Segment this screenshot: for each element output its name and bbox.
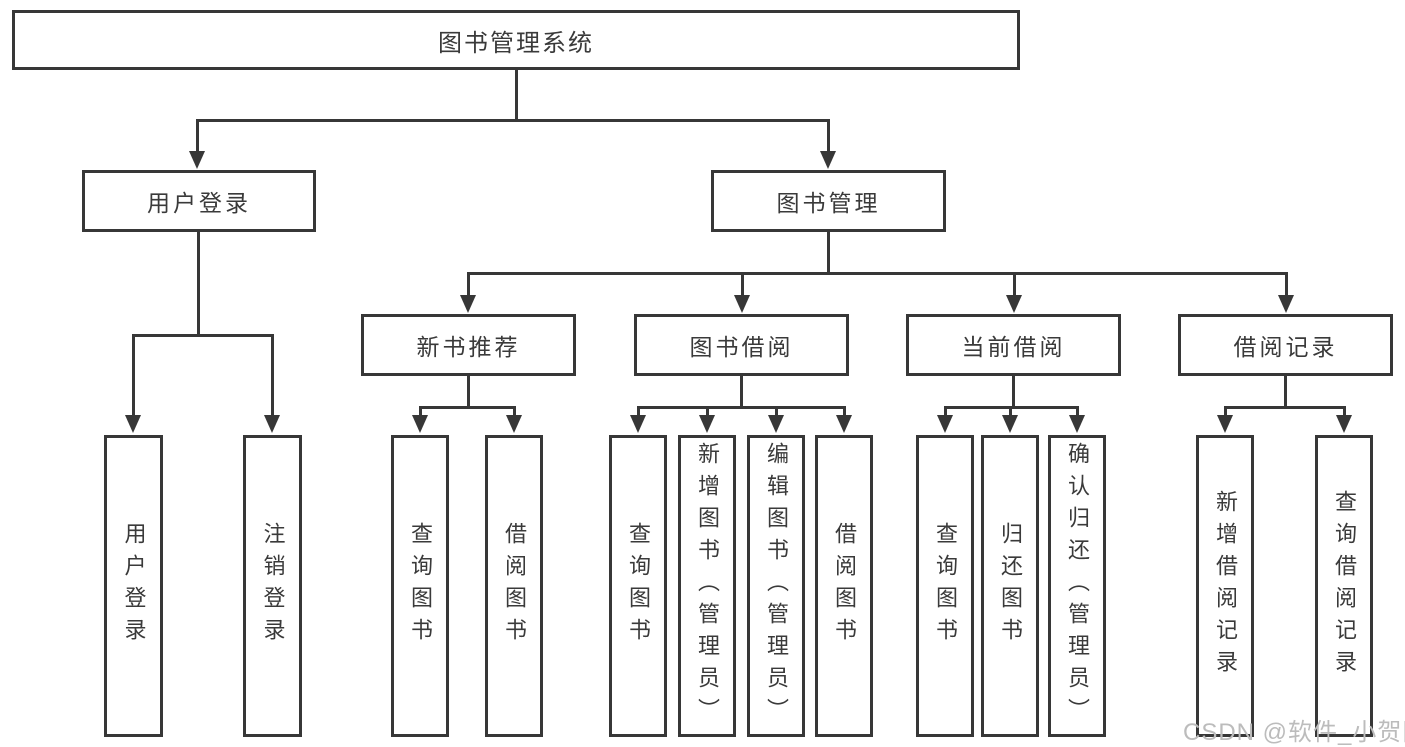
arrowhead-down-icon xyxy=(699,415,715,433)
leaf-label: 借阅图书 xyxy=(502,522,527,650)
connector-hline xyxy=(419,406,516,409)
connector-vline xyxy=(944,406,947,418)
arrowhead-down-icon xyxy=(189,151,205,169)
node-label: 借阅记录 xyxy=(1233,334,1338,360)
leaf-query-books-recommend: 查询图书 xyxy=(391,435,449,737)
arrowhead-down-icon xyxy=(630,415,646,433)
arrowhead-down-icon xyxy=(1069,415,1085,433)
connector-vline xyxy=(513,406,516,418)
leaf-add-borrow-record: 新增借阅记录 xyxy=(1196,435,1254,737)
node-label: 图书管理 xyxy=(776,190,881,216)
arrowhead-down-icon xyxy=(1002,415,1018,433)
arrowhead-down-icon xyxy=(820,151,836,169)
connector-vline xyxy=(740,376,743,409)
node-label: 用户登录 xyxy=(147,190,251,216)
node-label: 图书管理系统 xyxy=(438,29,594,57)
connector-vline xyxy=(197,232,200,337)
connector-hline xyxy=(1224,406,1346,409)
connector-vline xyxy=(132,334,135,418)
arrowhead-down-icon xyxy=(1006,295,1022,313)
leaf-logout: 注销登录 xyxy=(243,435,302,737)
arrowhead-down-icon xyxy=(937,415,953,433)
arrowhead-down-icon xyxy=(125,415,141,433)
arrowhead-down-icon xyxy=(1336,415,1352,433)
leaf-label: 归还图书 xyxy=(998,522,1023,650)
node-new-book-recommendation: 新书推荐 xyxy=(361,314,576,376)
leaf-confirm-return-admin: 确认归还（管理员） xyxy=(1048,435,1106,737)
arrowhead-down-icon xyxy=(1217,415,1233,433)
leaf-label: 注销登录 xyxy=(260,522,286,650)
connector-vline xyxy=(843,406,846,418)
arrowhead-down-icon xyxy=(460,295,476,313)
arrowhead-down-icon xyxy=(1278,295,1294,313)
connector-vline xyxy=(419,406,422,418)
connector-vline xyxy=(827,232,830,275)
leaf-label: 查询图书 xyxy=(626,522,651,650)
leaf-return-books: 归还图书 xyxy=(981,435,1039,737)
connector-vline xyxy=(1009,406,1012,418)
leaf-label: 查询图书 xyxy=(933,522,958,650)
arrowhead-down-icon xyxy=(768,415,784,433)
connector-vline xyxy=(1285,272,1288,297)
connector-vline xyxy=(706,406,709,418)
node-label: 图书借阅 xyxy=(689,334,794,360)
connector-vline xyxy=(1224,406,1227,418)
connector-vline xyxy=(467,272,470,297)
connector-vline xyxy=(775,406,778,418)
connector-vline xyxy=(271,334,274,418)
leaf-label: 查询借阅记录 xyxy=(1332,490,1357,682)
node-borrowing-records: 借阅记录 xyxy=(1178,314,1393,376)
connector-vline xyxy=(1076,406,1079,418)
connector-vline xyxy=(515,68,518,121)
leaf-add-books-admin: 新增图书（管理员） xyxy=(678,435,736,737)
node-book-borrowing: 图书借阅 xyxy=(634,314,849,376)
leaf-edit-books-admin: 编辑图书（管理员） xyxy=(747,435,805,737)
leaf-label: 用户登录 xyxy=(121,522,147,650)
connector-vline xyxy=(1343,406,1346,418)
leaf-query-books-current: 查询图书 xyxy=(916,435,974,737)
connector-vline xyxy=(827,119,830,153)
leaf-label: 编辑图书（管理员） xyxy=(764,442,789,730)
leaf-borrow-books-recommend: 借阅图书 xyxy=(485,435,543,737)
leaf-user-login: 用户登录 xyxy=(104,435,163,737)
connector-vline xyxy=(741,272,744,297)
leaf-label: 确认归还（管理员） xyxy=(1065,442,1090,730)
arrowhead-down-icon xyxy=(412,415,428,433)
connector-hline xyxy=(467,272,1288,275)
leaf-query-books-borrowing: 查询图书 xyxy=(609,435,667,737)
connector-hline xyxy=(132,334,274,337)
node-label: 当前借阅 xyxy=(961,334,1066,360)
connector-vline xyxy=(1013,272,1016,297)
leaf-label: 查询图书 xyxy=(408,522,433,650)
leaf-label: 借阅图书 xyxy=(832,522,857,650)
arrowhead-down-icon xyxy=(506,415,522,433)
connector-hline xyxy=(196,119,830,122)
connector-vline xyxy=(1284,376,1287,409)
connector-vline xyxy=(637,406,640,418)
connector-hline xyxy=(637,406,846,409)
node-library-management-system: 图书管理系统 xyxy=(12,10,1020,70)
csdn-watermark: CSDN @软件_小贺同学 xyxy=(1183,719,1405,746)
leaf-label: 新增图书（管理员） xyxy=(695,442,720,730)
node-book-management: 图书管理 xyxy=(711,170,946,232)
leaf-label: 新增借阅记录 xyxy=(1213,490,1238,682)
node-current-borrowing: 当前借阅 xyxy=(906,314,1121,376)
leaf-borrow-books: 借阅图书 xyxy=(815,435,873,737)
connector-vline xyxy=(196,119,199,153)
node-label: 新书推荐 xyxy=(416,334,521,360)
connector-vline xyxy=(467,376,470,409)
node-user-login: 用户登录 xyxy=(82,170,316,232)
connector-vline xyxy=(1012,376,1015,409)
arrowhead-down-icon xyxy=(836,415,852,433)
arrowhead-down-icon xyxy=(734,295,750,313)
leaf-query-borrow-record: 查询借阅记录 xyxy=(1315,435,1373,737)
arrowhead-down-icon xyxy=(264,415,280,433)
